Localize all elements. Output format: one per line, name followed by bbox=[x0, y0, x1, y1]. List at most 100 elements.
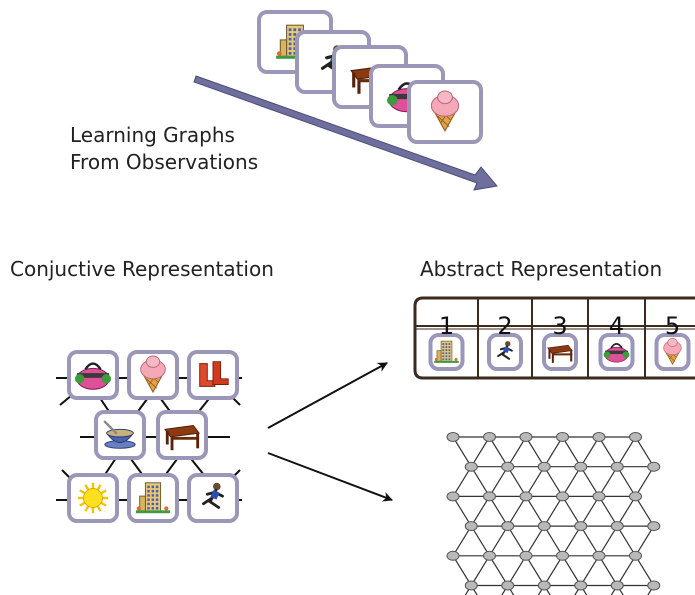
lattice-edge bbox=[634, 496, 655, 527]
gym-bag-icon bbox=[74, 362, 112, 390]
lattice-edge bbox=[610, 585, 618, 595]
lattice-edge bbox=[488, 436, 509, 468]
lattice-edge bbox=[580, 585, 588, 595]
lattice-node bbox=[574, 521, 588, 532]
lattice-edge bbox=[507, 525, 527, 557]
lattice-edge bbox=[507, 436, 527, 468]
lattice-node bbox=[647, 461, 661, 472]
conjunctive-tile bbox=[67, 473, 119, 523]
lattice-node bbox=[483, 550, 496, 561]
lattice-edge bbox=[488, 466, 509, 497]
lattice-edge bbox=[598, 525, 618, 557]
lattice-edge bbox=[543, 466, 564, 497]
boots-icon bbox=[199, 361, 229, 387]
table-icon bbox=[164, 424, 200, 451]
sun-icon bbox=[77, 482, 109, 514]
lattice-edge bbox=[580, 525, 600, 557]
lattice-edge bbox=[634, 436, 655, 468]
lattice-edge bbox=[470, 496, 491, 527]
abstract-column-number: 2 bbox=[497, 312, 513, 340]
lattice-node bbox=[519, 491, 533, 502]
lattice-edge bbox=[543, 555, 564, 586]
lattice-edge bbox=[580, 555, 600, 586]
lattice-edge bbox=[543, 496, 564, 527]
abstract-column-number: 4 bbox=[608, 312, 625, 340]
ice-cream-icon bbox=[663, 338, 682, 365]
lattice-edge bbox=[561, 525, 582, 557]
lattice-edge bbox=[525, 496, 545, 527]
lattice-node bbox=[592, 550, 606, 561]
lattice-node bbox=[464, 580, 478, 591]
lattice-edge bbox=[561, 555, 582, 586]
learning-label-line2: From Observations bbox=[70, 150, 259, 174]
lattice-edge bbox=[488, 496, 509, 527]
lattice-edge bbox=[470, 555, 491, 586]
conjunctive-tile bbox=[67, 350, 119, 400]
lattice-node bbox=[501, 580, 515, 591]
lattice-node bbox=[574, 461, 588, 472]
lattice-edge bbox=[616, 585, 624, 595]
abstract-table bbox=[413, 296, 695, 380]
lattice-edge bbox=[464, 585, 472, 595]
lattice-node bbox=[483, 491, 496, 502]
stack-card bbox=[407, 80, 483, 144]
lattice-node bbox=[556, 491, 569, 502]
lattice-node bbox=[556, 550, 569, 561]
lattice-edge bbox=[561, 496, 582, 527]
bowl-icon bbox=[103, 420, 136, 449]
lattice-edge bbox=[488, 555, 509, 586]
lattice-node bbox=[464, 521, 478, 532]
lattice-edge bbox=[525, 436, 545, 468]
lattice-node bbox=[501, 461, 515, 472]
abstract-column-tile bbox=[542, 333, 578, 371]
lattice-edge bbox=[525, 555, 545, 586]
lattice-edge bbox=[507, 555, 527, 586]
lattice-node bbox=[610, 461, 624, 472]
abstract-column-tile bbox=[428, 333, 465, 371]
lattice-node bbox=[519, 550, 533, 561]
conjunctive-tile bbox=[156, 410, 208, 460]
lattice-edge bbox=[488, 525, 509, 557]
lattice-node bbox=[592, 432, 606, 442]
building-icon bbox=[434, 340, 459, 363]
table-icon bbox=[547, 344, 573, 363]
abstract-title: Abstract Representation bbox=[420, 257, 663, 281]
ice-cream-icon bbox=[430, 90, 460, 132]
lattice-graph bbox=[446, 432, 661, 595]
building-icon bbox=[135, 482, 171, 514]
abstract-column-tile bbox=[598, 333, 635, 371]
lattice-node bbox=[519, 432, 533, 442]
lattice-edge bbox=[525, 466, 545, 497]
lattice-edge bbox=[452, 496, 472, 527]
lattice-node bbox=[446, 432, 460, 442]
lattice-node bbox=[592, 491, 606, 502]
lattice-edge bbox=[543, 436, 564, 468]
conjunctive-tile bbox=[127, 473, 179, 523]
lattice-edge bbox=[634, 466, 655, 497]
lattice-node bbox=[537, 461, 551, 472]
lattice-edge bbox=[470, 436, 491, 468]
lattice-node bbox=[610, 580, 624, 591]
lattice-edge bbox=[574, 585, 582, 595]
lattice-node bbox=[537, 580, 551, 591]
lattice-edge bbox=[634, 555, 655, 586]
lattice-edge bbox=[616, 496, 637, 527]
lattice-node bbox=[629, 491, 642, 502]
lattice-edge bbox=[580, 496, 600, 527]
lattice-edge bbox=[452, 555, 472, 586]
lattice-node bbox=[629, 550, 642, 561]
abstract-column-number: 1 bbox=[438, 312, 455, 340]
lattice-node bbox=[647, 580, 661, 591]
lattice-edge bbox=[543, 525, 564, 557]
lattice-edge bbox=[616, 555, 637, 586]
conjunctive-tile bbox=[187, 473, 239, 523]
observation-stack bbox=[257, 10, 483, 144]
lattice-edge bbox=[452, 466, 472, 497]
abstract-column-number: 5 bbox=[664, 312, 681, 340]
learning-arrow bbox=[193, 75, 498, 191]
lattice-node bbox=[610, 521, 624, 532]
lattice-edge bbox=[598, 436, 618, 468]
lattice-edge bbox=[598, 555, 618, 586]
lattice-edge bbox=[598, 496, 618, 527]
